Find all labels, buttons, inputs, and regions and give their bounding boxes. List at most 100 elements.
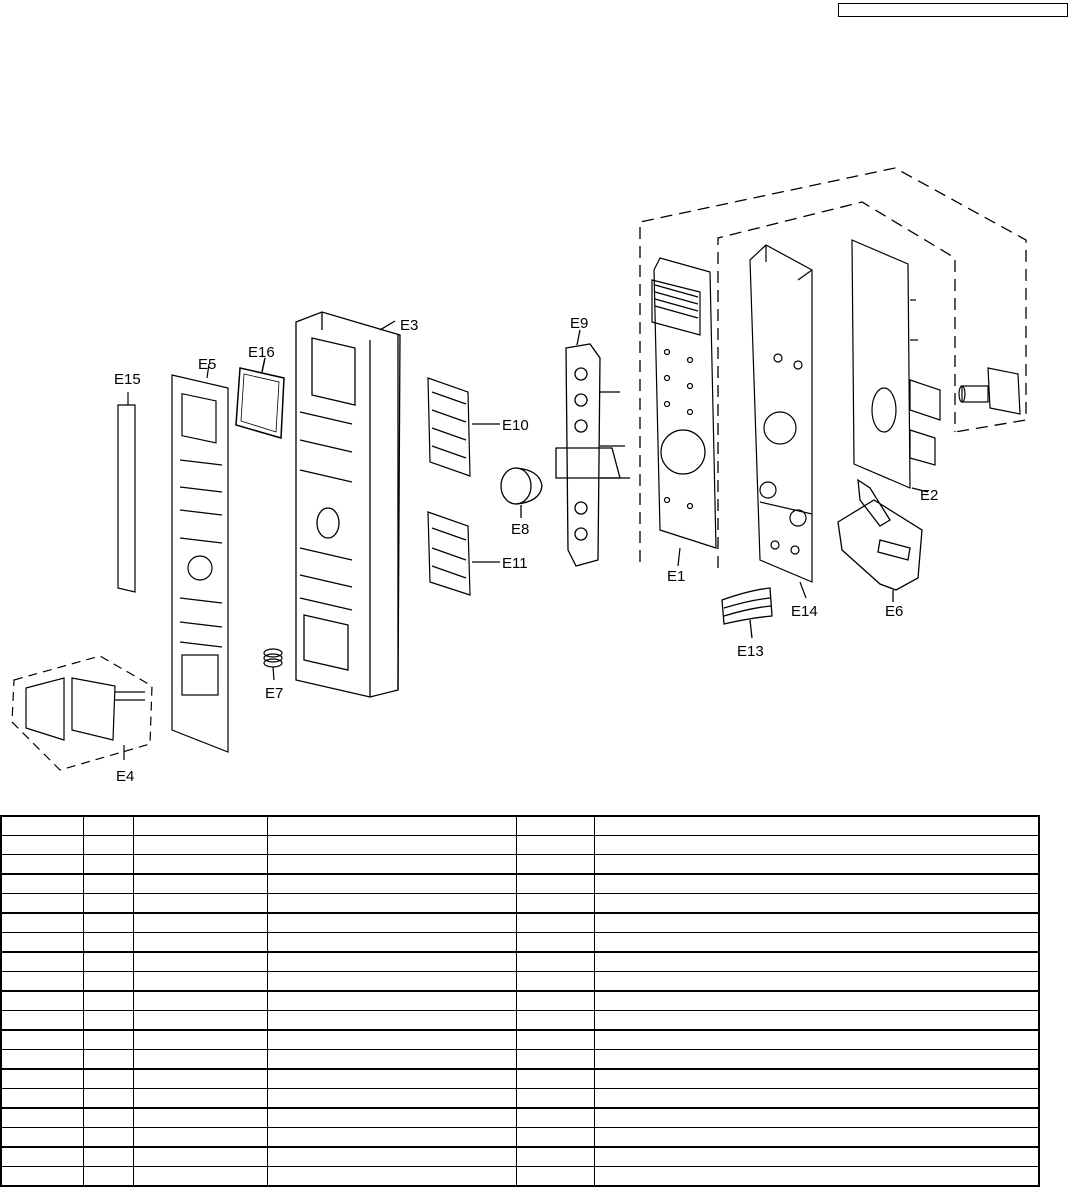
table-cell — [515, 1067, 595, 1089]
table-cell — [593, 1067, 1040, 1089]
table-cell — [82, 1048, 134, 1070]
table-row — [0, 1126, 1040, 1148]
table-cell — [593, 835, 1040, 855]
table-cell — [0, 835, 84, 855]
table-cell — [82, 1126, 134, 1148]
table-row — [0, 815, 1040, 836]
table-cell — [0, 1067, 84, 1089]
label-e13: E13 — [737, 643, 764, 660]
table-cell — [266, 892, 517, 914]
table-cell — [266, 1145, 517, 1167]
table-cell — [0, 931, 84, 953]
table-cell — [0, 1126, 84, 1148]
part-e2-group-outline — [717, 201, 956, 568]
table-cell — [266, 1106, 517, 1128]
table-cell — [266, 1067, 517, 1089]
label-e16: E16 — [248, 344, 275, 361]
table-cell — [132, 1145, 268, 1167]
table-cell — [515, 1126, 595, 1148]
table-row — [0, 1087, 1040, 1109]
table-cell — [593, 911, 1040, 933]
table-cell — [515, 970, 595, 992]
table-cell — [515, 835, 595, 855]
part-e8-knob — [500, 467, 543, 518]
part-e2-connector — [958, 367, 1021, 415]
table-cell — [82, 931, 134, 953]
table-cell — [132, 1165, 268, 1187]
table-cell — [266, 1009, 517, 1031]
table-row — [0, 892, 1040, 914]
label-e2: E2 — [920, 487, 938, 504]
table-cell — [515, 815, 595, 836]
part-e1-board — [651, 257, 717, 567]
table-cell — [132, 911, 268, 933]
table-cell — [132, 853, 268, 875]
table-cell — [266, 931, 517, 953]
part-e11-keypad — [427, 511, 500, 596]
table-cell — [132, 970, 268, 992]
exploded-parts-diagram: E15 E5 E16 E3 E9 E10 E8 E11 E1 E2 E6 E14… — [11, 167, 1027, 785]
table-cell — [82, 1028, 134, 1050]
table-cell — [132, 815, 268, 836]
table-cell — [266, 1126, 517, 1148]
table-cell — [132, 1126, 268, 1148]
table-cell — [515, 1165, 595, 1187]
table-cell — [515, 1048, 595, 1070]
label-e10: E10 — [502, 417, 529, 434]
table-cell — [82, 989, 134, 1011]
table-cell — [82, 1087, 134, 1109]
table-cell — [266, 815, 517, 836]
table-cell — [515, 950, 595, 972]
part-e6-holder — [837, 478, 923, 602]
table-row — [0, 1106, 1040, 1128]
table-cell — [132, 931, 268, 953]
table-cell — [0, 911, 84, 933]
table-cell — [82, 872, 134, 894]
table-cell — [0, 853, 84, 875]
table-cell — [82, 815, 134, 836]
label-e15: E15 — [114, 371, 141, 388]
table-cell — [132, 1028, 268, 1050]
table-cell — [593, 989, 1040, 1011]
table-cell — [593, 1145, 1040, 1167]
part-e16-display — [235, 357, 285, 439]
table-row — [0, 950, 1040, 972]
table-cell — [266, 911, 517, 933]
table-cell — [593, 931, 1040, 953]
table-cell — [593, 872, 1040, 894]
label-e4: E4 — [116, 768, 134, 785]
table-row — [0, 872, 1040, 894]
table-row — [0, 1009, 1040, 1031]
table-row — [0, 853, 1040, 875]
table-row — [0, 835, 1040, 855]
table-cell — [0, 815, 84, 836]
table-cell — [132, 989, 268, 1011]
label-e9: E9 — [570, 315, 588, 332]
table-cell — [593, 892, 1040, 914]
table-cell — [515, 1106, 595, 1128]
table-cell — [515, 931, 595, 953]
part-e1-group-outline — [639, 167, 1027, 562]
part-e2-plate — [851, 239, 941, 493]
table-cell — [0, 1106, 84, 1128]
table-cell — [266, 1028, 517, 1050]
part-e5-panel — [171, 363, 229, 753]
table-cell — [82, 1067, 134, 1089]
table-cell — [266, 1165, 517, 1187]
table-cell — [132, 872, 268, 894]
table-cell — [0, 892, 84, 914]
table-row — [0, 1145, 1040, 1167]
table-cell — [266, 950, 517, 972]
table-row — [0, 931, 1040, 953]
label-e14: E14 — [791, 603, 818, 620]
table-cell — [82, 1106, 134, 1128]
table-cell — [0, 872, 84, 894]
table-cell — [593, 815, 1040, 836]
table-cell — [0, 970, 84, 992]
table-row — [0, 970, 1040, 992]
table-cell — [593, 1048, 1040, 1070]
table-cell — [515, 911, 595, 933]
table-cell — [82, 1165, 134, 1187]
table-cell — [132, 1106, 268, 1128]
table-cell — [0, 1087, 84, 1109]
